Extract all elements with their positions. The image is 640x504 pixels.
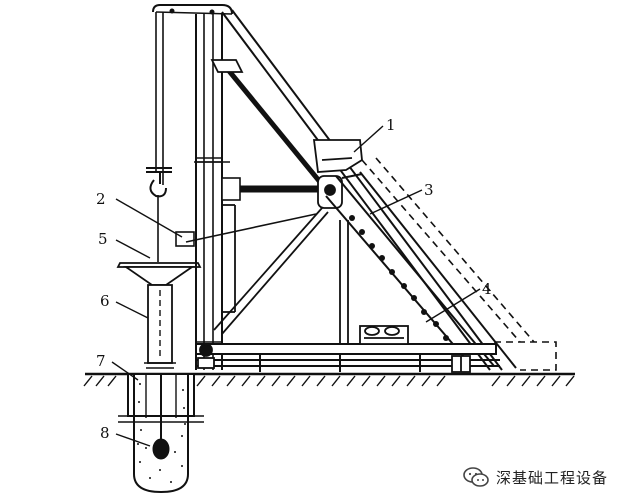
hook-icon: [146, 167, 172, 198]
anchor-block: [451, 355, 471, 373]
leader-lines: [111, 125, 481, 447]
horizontal-brace: [221, 177, 323, 201]
label-1: 1: [386, 116, 396, 134]
label-3: 3: [424, 181, 434, 199]
pulley-assembly: [317, 175, 343, 209]
label-5: 5: [98, 230, 108, 248]
dashed-outline: [361, 157, 557, 371]
label-7: 7: [96, 352, 106, 370]
drill-bit: [152, 374, 170, 460]
label-4: 4: [482, 280, 492, 298]
drill-pipe: [144, 284, 176, 369]
motor-block: [312, 139, 363, 173]
chute-rollers: [349, 215, 461, 353]
label-6: 6: [100, 292, 110, 310]
wechat-icon: [463, 467, 489, 487]
winch: [359, 325, 409, 345]
funnel: [116, 262, 202, 286]
label-8: 8: [100, 424, 110, 442]
base-frame: [195, 343, 500, 372]
label-2: 2: [96, 190, 106, 208]
watermark-text: 深基础工程设备: [496, 468, 609, 487]
base-wheel: [197, 343, 215, 369]
struts: [213, 204, 349, 345]
watermark: 深基础工程设备: [462, 464, 608, 490]
top-clamp: [210, 59, 244, 73]
inclined-chute: [325, 171, 517, 369]
hoist-cable: [155, 12, 164, 262]
tie-rod: [223, 64, 322, 184]
